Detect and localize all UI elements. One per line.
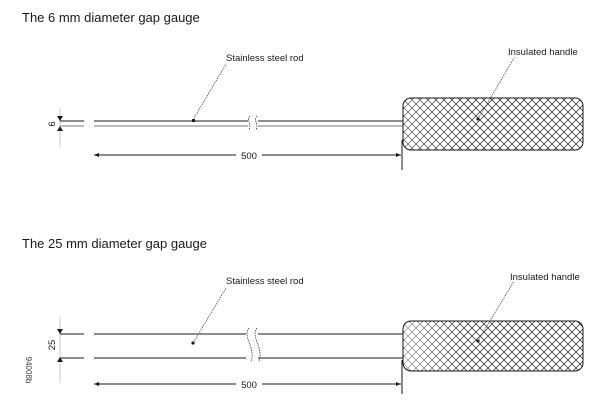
handle-label-6mm: Insulated handle [508, 47, 578, 58]
rod-25mm [60, 327, 403, 363]
gauge-25mm: The 25 mm diameter gap gauge 25 [22, 236, 584, 394]
insulated-handle-6mm [402, 97, 584, 151]
handle-leader-6mm [477, 57, 515, 120]
length-25mm-label: 500 [241, 380, 257, 391]
gauge-6mm-title: The 6 mm diameter gap gauge [22, 10, 200, 25]
rod-label-25mm: Stainless steel rod [226, 276, 304, 287]
break-symbol [246, 327, 253, 363]
rod-leader-6mm [192, 63, 227, 121]
rod-6mm [60, 115, 403, 131]
diameter-dimension-6mm: 6 [47, 108, 63, 147]
diameter-25mm-label: 25 [47, 340, 58, 351]
rod-label-6mm: Stainless steel rod [226, 53, 304, 64]
figure-code: 94008b [24, 357, 33, 384]
handle-label-25mm: Insulated handle [510, 272, 580, 283]
length-6mm-label: 500 [241, 151, 257, 162]
gauge-25mm-title: The 25 mm diameter gap gauge [22, 236, 207, 251]
handle-leader-25mm [477, 280, 515, 342]
diameter-dimension-25mm: 25 [47, 317, 63, 383]
break-symbol [248, 115, 251, 131]
rod-leader-25mm [192, 287, 227, 344]
length-dimension-25mm: 500 [94, 360, 403, 394]
length-dimension-6mm: 500 [94, 140, 403, 170]
gauge-6mm: The 6 mm diameter gap gauge 6 [22, 10, 584, 170]
diameter-6mm-label: 6 [47, 121, 58, 126]
insulated-handle-25mm [402, 320, 584, 372]
